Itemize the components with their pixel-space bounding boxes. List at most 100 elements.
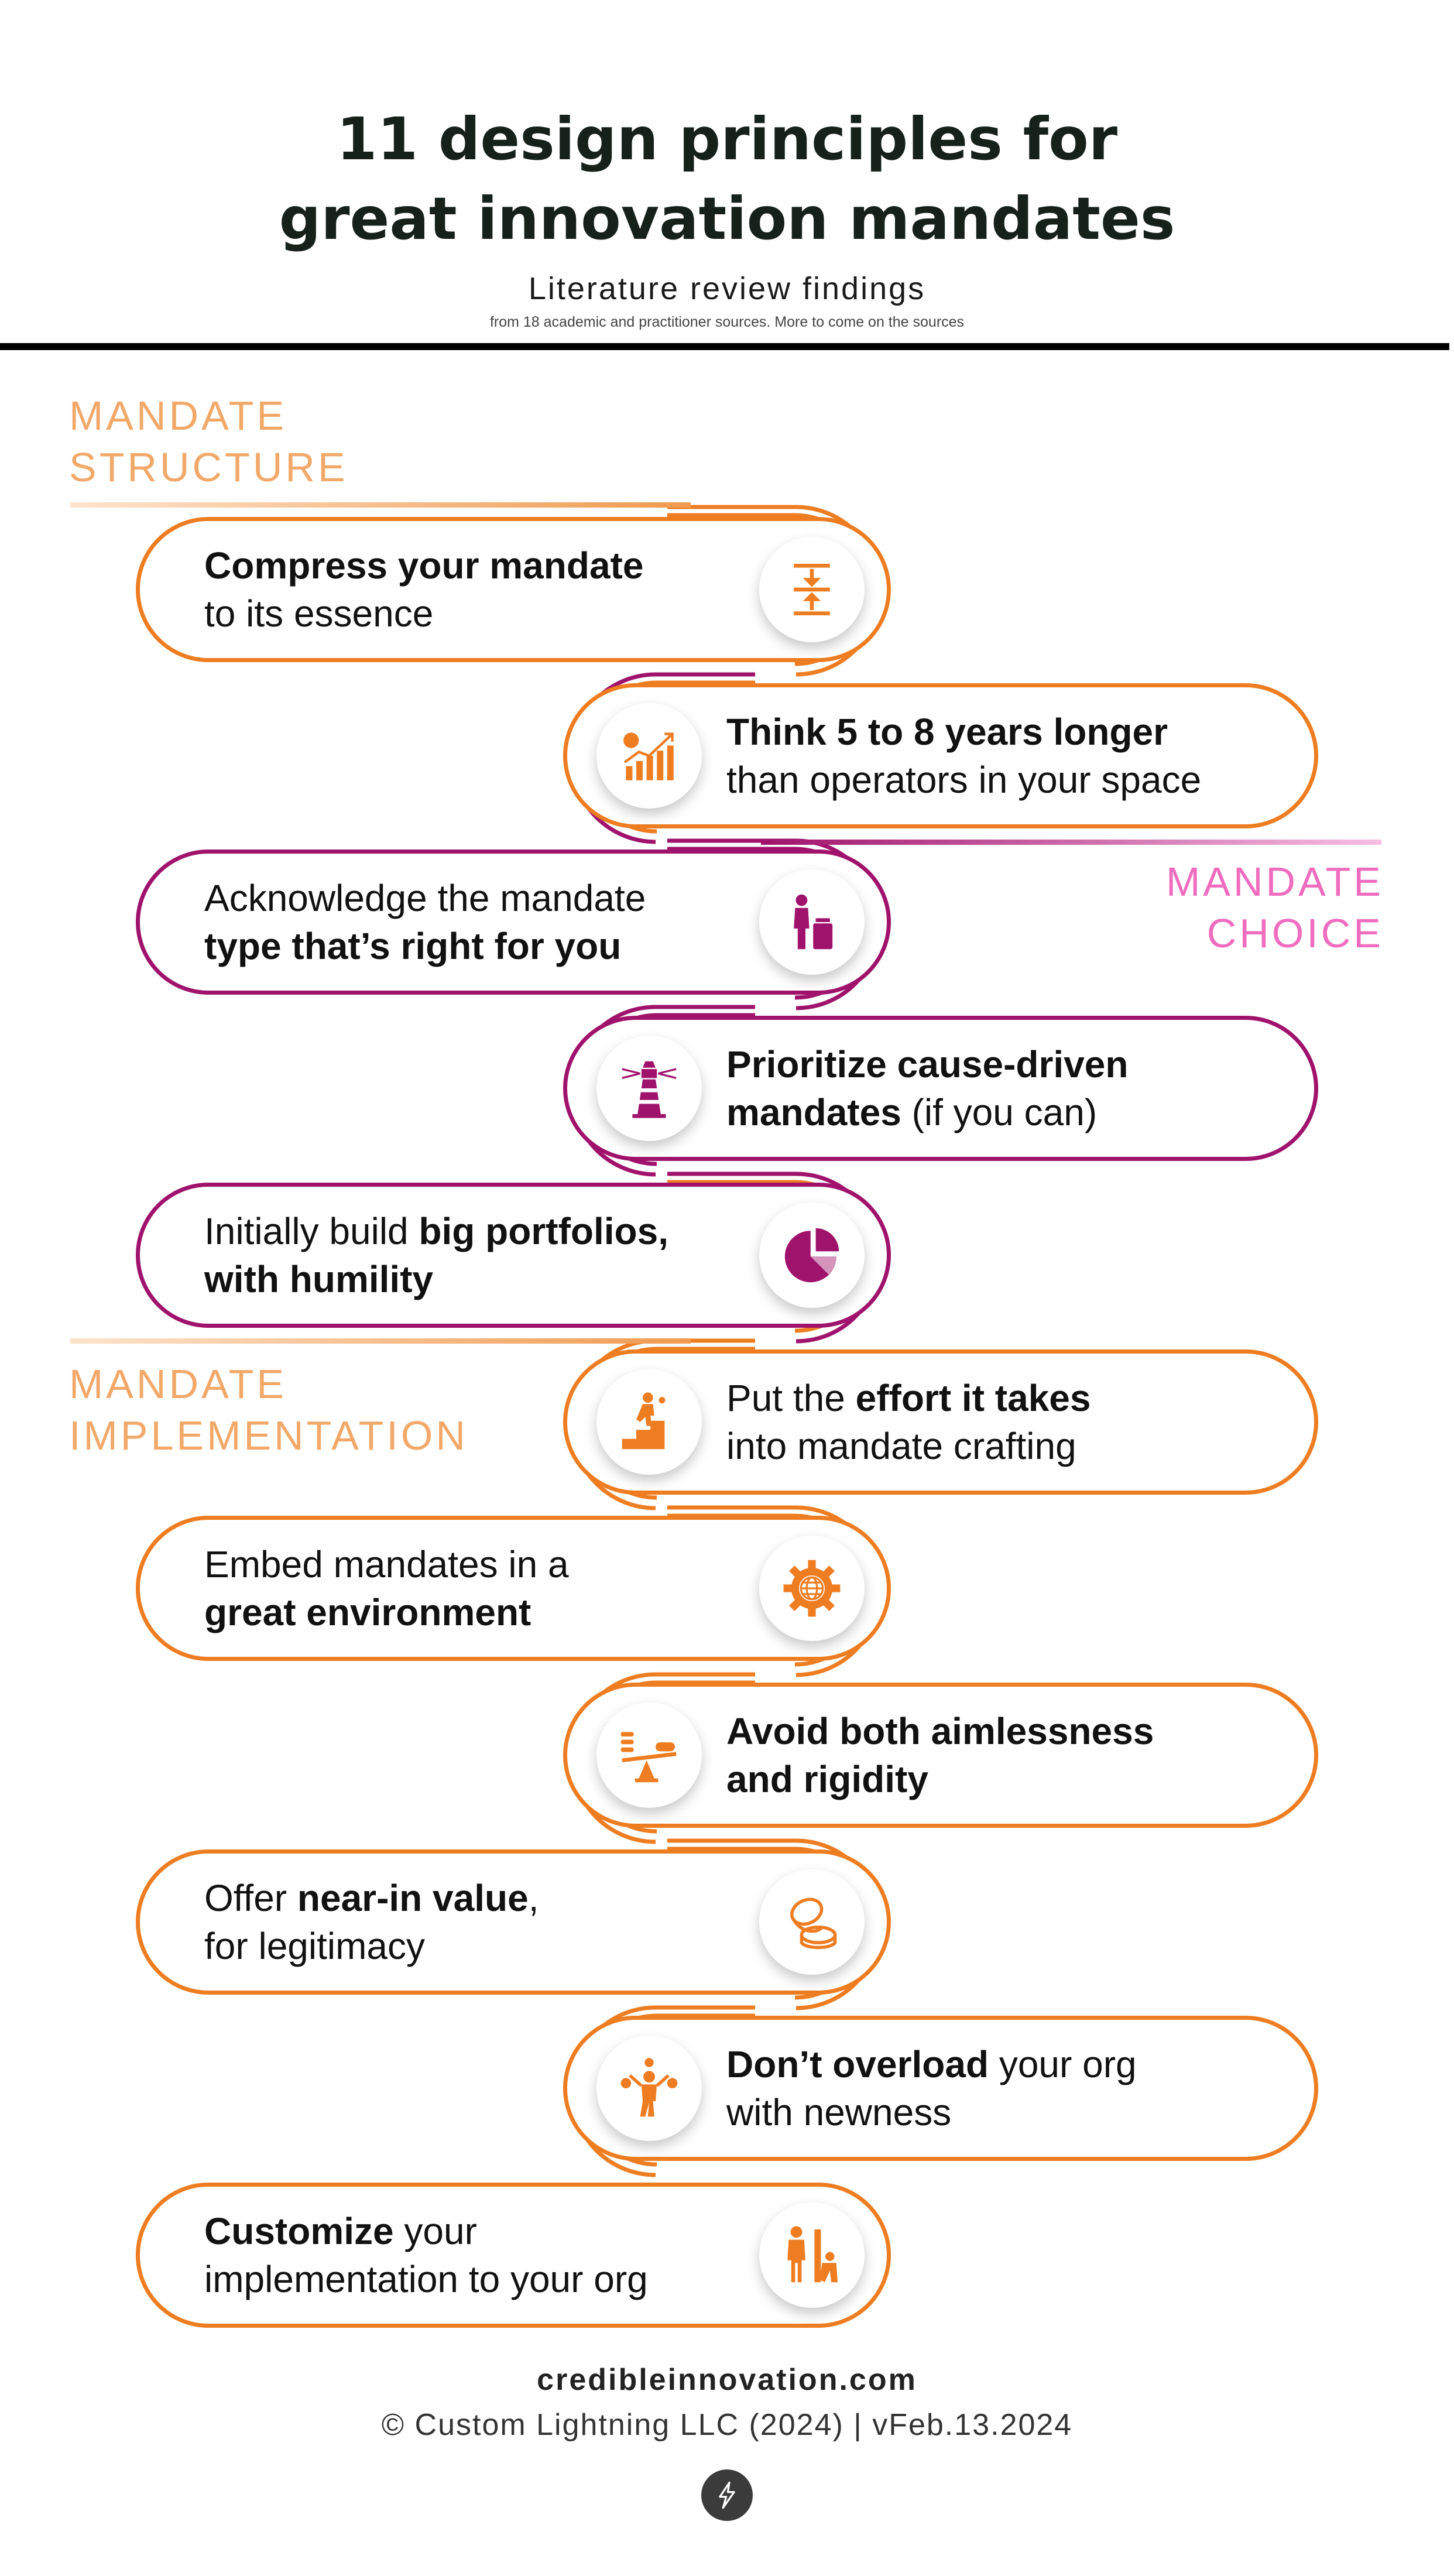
principle-card-9: Offer near-in value,for legitimacy: [136, 1849, 891, 1995]
principle-text-bold: Customize: [204, 2210, 394, 2252]
principle-text-bold: Think 5 to 8 years longer: [726, 711, 1168, 753]
source-note: from 18 academic and practitioner source…: [489, 314, 965, 330]
principle-text: Compress your mandate to its essence: [204, 542, 719, 638]
section-line-choice: [761, 840, 1381, 845]
principle-line: to its essence: [204, 590, 719, 638]
section-label-structure: MANDATE STRUCTURE: [69, 390, 348, 493]
principle-text-regular: Acknowledge the mandate: [204, 877, 646, 919]
principle-text-regular: Embed mandates in a: [204, 1543, 569, 1585]
page-title: 11 design principles for great innovatio…: [0, 100, 1454, 259]
footer-website: credibleinnovation.com: [537, 2363, 917, 2397]
principle-card-7: Embed mandates in a great environment: [136, 1516, 891, 1661]
principle-text: Embed mandates in a great environment: [204, 1540, 719, 1636]
principle-line: Put the effort it takes: [726, 1374, 1242, 1422]
principle-line: type that’s right for you: [204, 922, 719, 970]
page-title-line2: great innovation mandates: [279, 184, 1175, 253]
section-label-choice: MANDATE CHOICE: [1166, 856, 1384, 959]
principle-text-bold: mandates: [726, 1091, 901, 1133]
climbing-stairs-icon: [596, 1369, 702, 1475]
principle-text-regular: than operators in your space: [726, 759, 1202, 801]
principle-line: Customize your: [204, 2207, 719, 2255]
section-label-implementation: MANDATE IMPLEMENTATION: [69, 1358, 468, 1461]
overloaded-person-icon: [596, 2036, 702, 2141]
principle-line: Acknowledge the mandate: [204, 874, 719, 922]
lighthouse-icon: [596, 1036, 702, 1141]
principle-text-bold: and rigidity: [726, 1758, 928, 1800]
principle-text-bold: Don’t overload: [726, 2043, 989, 2085]
principle-card-8: Avoid both aimlessness and rigidity: [563, 1683, 1318, 1828]
principle-text-regular: your: [393, 2210, 477, 2252]
principle-line: great environment: [204, 1588, 719, 1636]
principle-text-bold: big portfolios,: [419, 1210, 668, 1252]
coins-icon: [759, 1869, 865, 1975]
principle-line: mandates (if you can): [726, 1088, 1242, 1136]
lightning-bolt-icon: [701, 2469, 753, 2521]
principle-text-regular: Initially build: [204, 1210, 419, 1252]
section-line-implementation: [70, 1338, 691, 1344]
person-measuring-icon: [759, 2202, 865, 2308]
principle-text: Think 5 to 8 years longer than operators …: [726, 708, 1242, 804]
principle-card-1: Compress your mandate to its essence: [136, 517, 891, 662]
section-label-implementation-line1: MANDATE: [69, 1361, 287, 1407]
principle-line: Initially build big portfolios,: [204, 1207, 719, 1255]
principle-line: and rigidity: [726, 1755, 1242, 1803]
principle-text: Initially build big portfolios,with humi…: [204, 1207, 719, 1303]
principle-text-regular: Put the: [726, 1377, 856, 1419]
principle-text: Acknowledge the mandate type that’s right…: [204, 874, 719, 970]
principle-card-5: Initially build big portfolios,with humi…: [136, 1183, 891, 1328]
principle-text-bold: Prioritize cause-driven: [726, 1043, 1129, 1085]
principle-text-regular: ,: [528, 1877, 539, 1919]
person-with-bin-icon: [759, 869, 865, 975]
seesaw-balance-icon: [596, 1703, 702, 1808]
principle-text-bold: great environment: [204, 1591, 531, 1633]
principle-line: Think 5 to 8 years longer: [726, 708, 1242, 756]
principle-text-regular: for legitimacy: [204, 1925, 425, 1967]
principle-card-3: Acknowledge the mandate type that’s right…: [136, 849, 891, 995]
section-label-choice-line1: MANDATE: [1165, 859, 1384, 905]
principle-text: Offer near-in value,for legitimacy: [204, 1874, 719, 1970]
principle-line: for legitimacy: [204, 1922, 719, 1970]
principle-line: Avoid both aimlessness: [726, 1707, 1242, 1755]
principle-line: into mandate crafting: [726, 1422, 1242, 1470]
principle-line: implementation to your org: [204, 2255, 719, 2303]
section-label-implementation-line2: IMPLEMENTATION: [69, 1413, 468, 1458]
principle-text-regular: with newness: [726, 2091, 952, 2133]
principle-text-regular: your org: [989, 2043, 1137, 2085]
section-label-choice-line2: CHOICE: [1206, 910, 1384, 956]
principle-text-bold: effort it takes: [855, 1377, 1091, 1419]
globe-gear-icon: [759, 1536, 865, 1641]
principle-text-bold: type that’s right for you: [204, 925, 622, 967]
page-title-line1: 11 design principles for: [336, 105, 1118, 173]
section-label-structure-line2: STRUCTURE: [69, 444, 348, 490]
principle-line: with humility: [204, 1255, 719, 1303]
pie-chart-icon: [759, 1203, 865, 1308]
principle-card-2: Think 5 to 8 years longer than operators …: [563, 683, 1318, 828]
header-divider: [0, 343, 1449, 350]
principle-text-regular: implementation to your org: [204, 2258, 648, 2300]
principle-text-regular: (if you can): [901, 1091, 1098, 1133]
principle-line: than operators in your space: [726, 756, 1242, 804]
growth-chart-icon: [596, 703, 702, 809]
principle-text-bold: Compress your mandate: [204, 544, 644, 587]
section-line-structure: [70, 502, 691, 508]
principle-line: Offer near-in value,: [204, 1874, 719, 1922]
principle-line: Prioritize cause-driven: [726, 1040, 1242, 1088]
principle-text-bold: near-in value: [297, 1877, 529, 1919]
principle-text: Avoid both aimlessness and rigidity: [726, 1707, 1242, 1803]
footer-copyright: © Custom Lightning LLC (2024) | vFeb.13.…: [381, 2408, 1073, 2442]
principle-line: Compress your mandate: [204, 542, 719, 590]
principle-text-regular: to its essence: [204, 592, 434, 635]
principle-text-bold: with humility: [204, 1258, 434, 1300]
principle-text-bold: Avoid both aimlessness: [726, 1710, 1154, 1752]
principle-line: Don’t overload your org: [726, 2040, 1242, 2088]
principle-text-regular: Offer: [204, 1877, 297, 1919]
section-label-structure-line1: MANDATE: [69, 393, 287, 439]
